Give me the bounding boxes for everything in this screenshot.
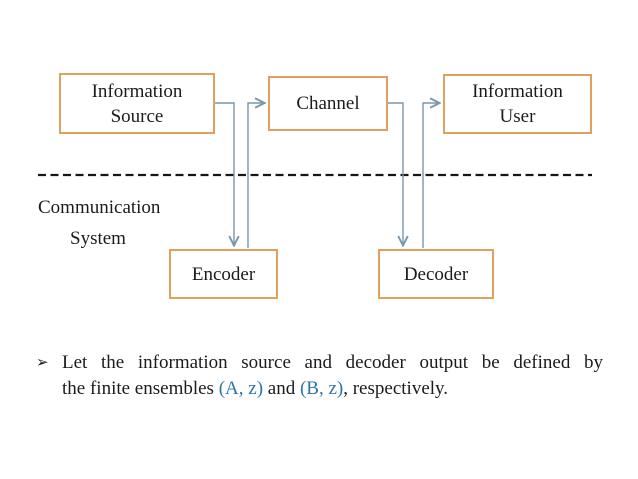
bullet-text-line2: the finite ensembles (A, z) and (B, z), … <box>62 376 603 402</box>
bullet-text-line1: Let the information source and decoder o… <box>62 352 603 373</box>
arrow-source-to-encoder <box>214 102 234 245</box>
box-information-user-label-line2: User <box>499 106 536 127</box>
arrow-decoder-to-user <box>422 103 439 248</box>
arrow-encoder-to-channel <box>247 103 264 248</box>
bullet-line2-segment: , respectively. <box>343 378 449 399</box>
box-information-user-label-line1: Information <box>472 81 563 102</box>
box-information-source-label-line2: Source <box>110 105 164 127</box>
box-channel: Channel <box>268 76 388 131</box>
box-information-source-label-line1: Information <box>91 80 183 102</box>
box-decoder: Decoder <box>378 249 494 299</box>
ensemble-a-z: (A, z) <box>218 378 264 399</box>
communication-system-label-line1: Communication <box>38 197 161 218</box>
bullet-text: Let the information source and decoder o… <box>62 350 603 402</box>
bullet-line2-segment: the finite ensembles <box>62 378 219 399</box>
bullet-paragraph: ➢ Let the information source and decoder… <box>36 350 603 402</box>
box-information-source: Information Source <box>59 73 215 134</box>
box-information-user: Information User <box>443 74 592 134</box>
arrow-channel-to-decoder <box>388 102 403 245</box>
bullet-line2-segment: and <box>263 378 300 399</box>
ensemble-b-z: (B, z) <box>299 378 344 399</box>
bullet-arrow-icon: ➢ <box>36 355 49 371</box>
box-encoder: Encoder <box>169 249 278 299</box>
communication-system-label-line2: System <box>70 228 126 249</box>
box-decoder-label: Decoder <box>403 263 469 285</box>
box-channel-label: Channel <box>296 93 360 114</box>
box-encoder-label: Encoder <box>191 263 256 285</box>
